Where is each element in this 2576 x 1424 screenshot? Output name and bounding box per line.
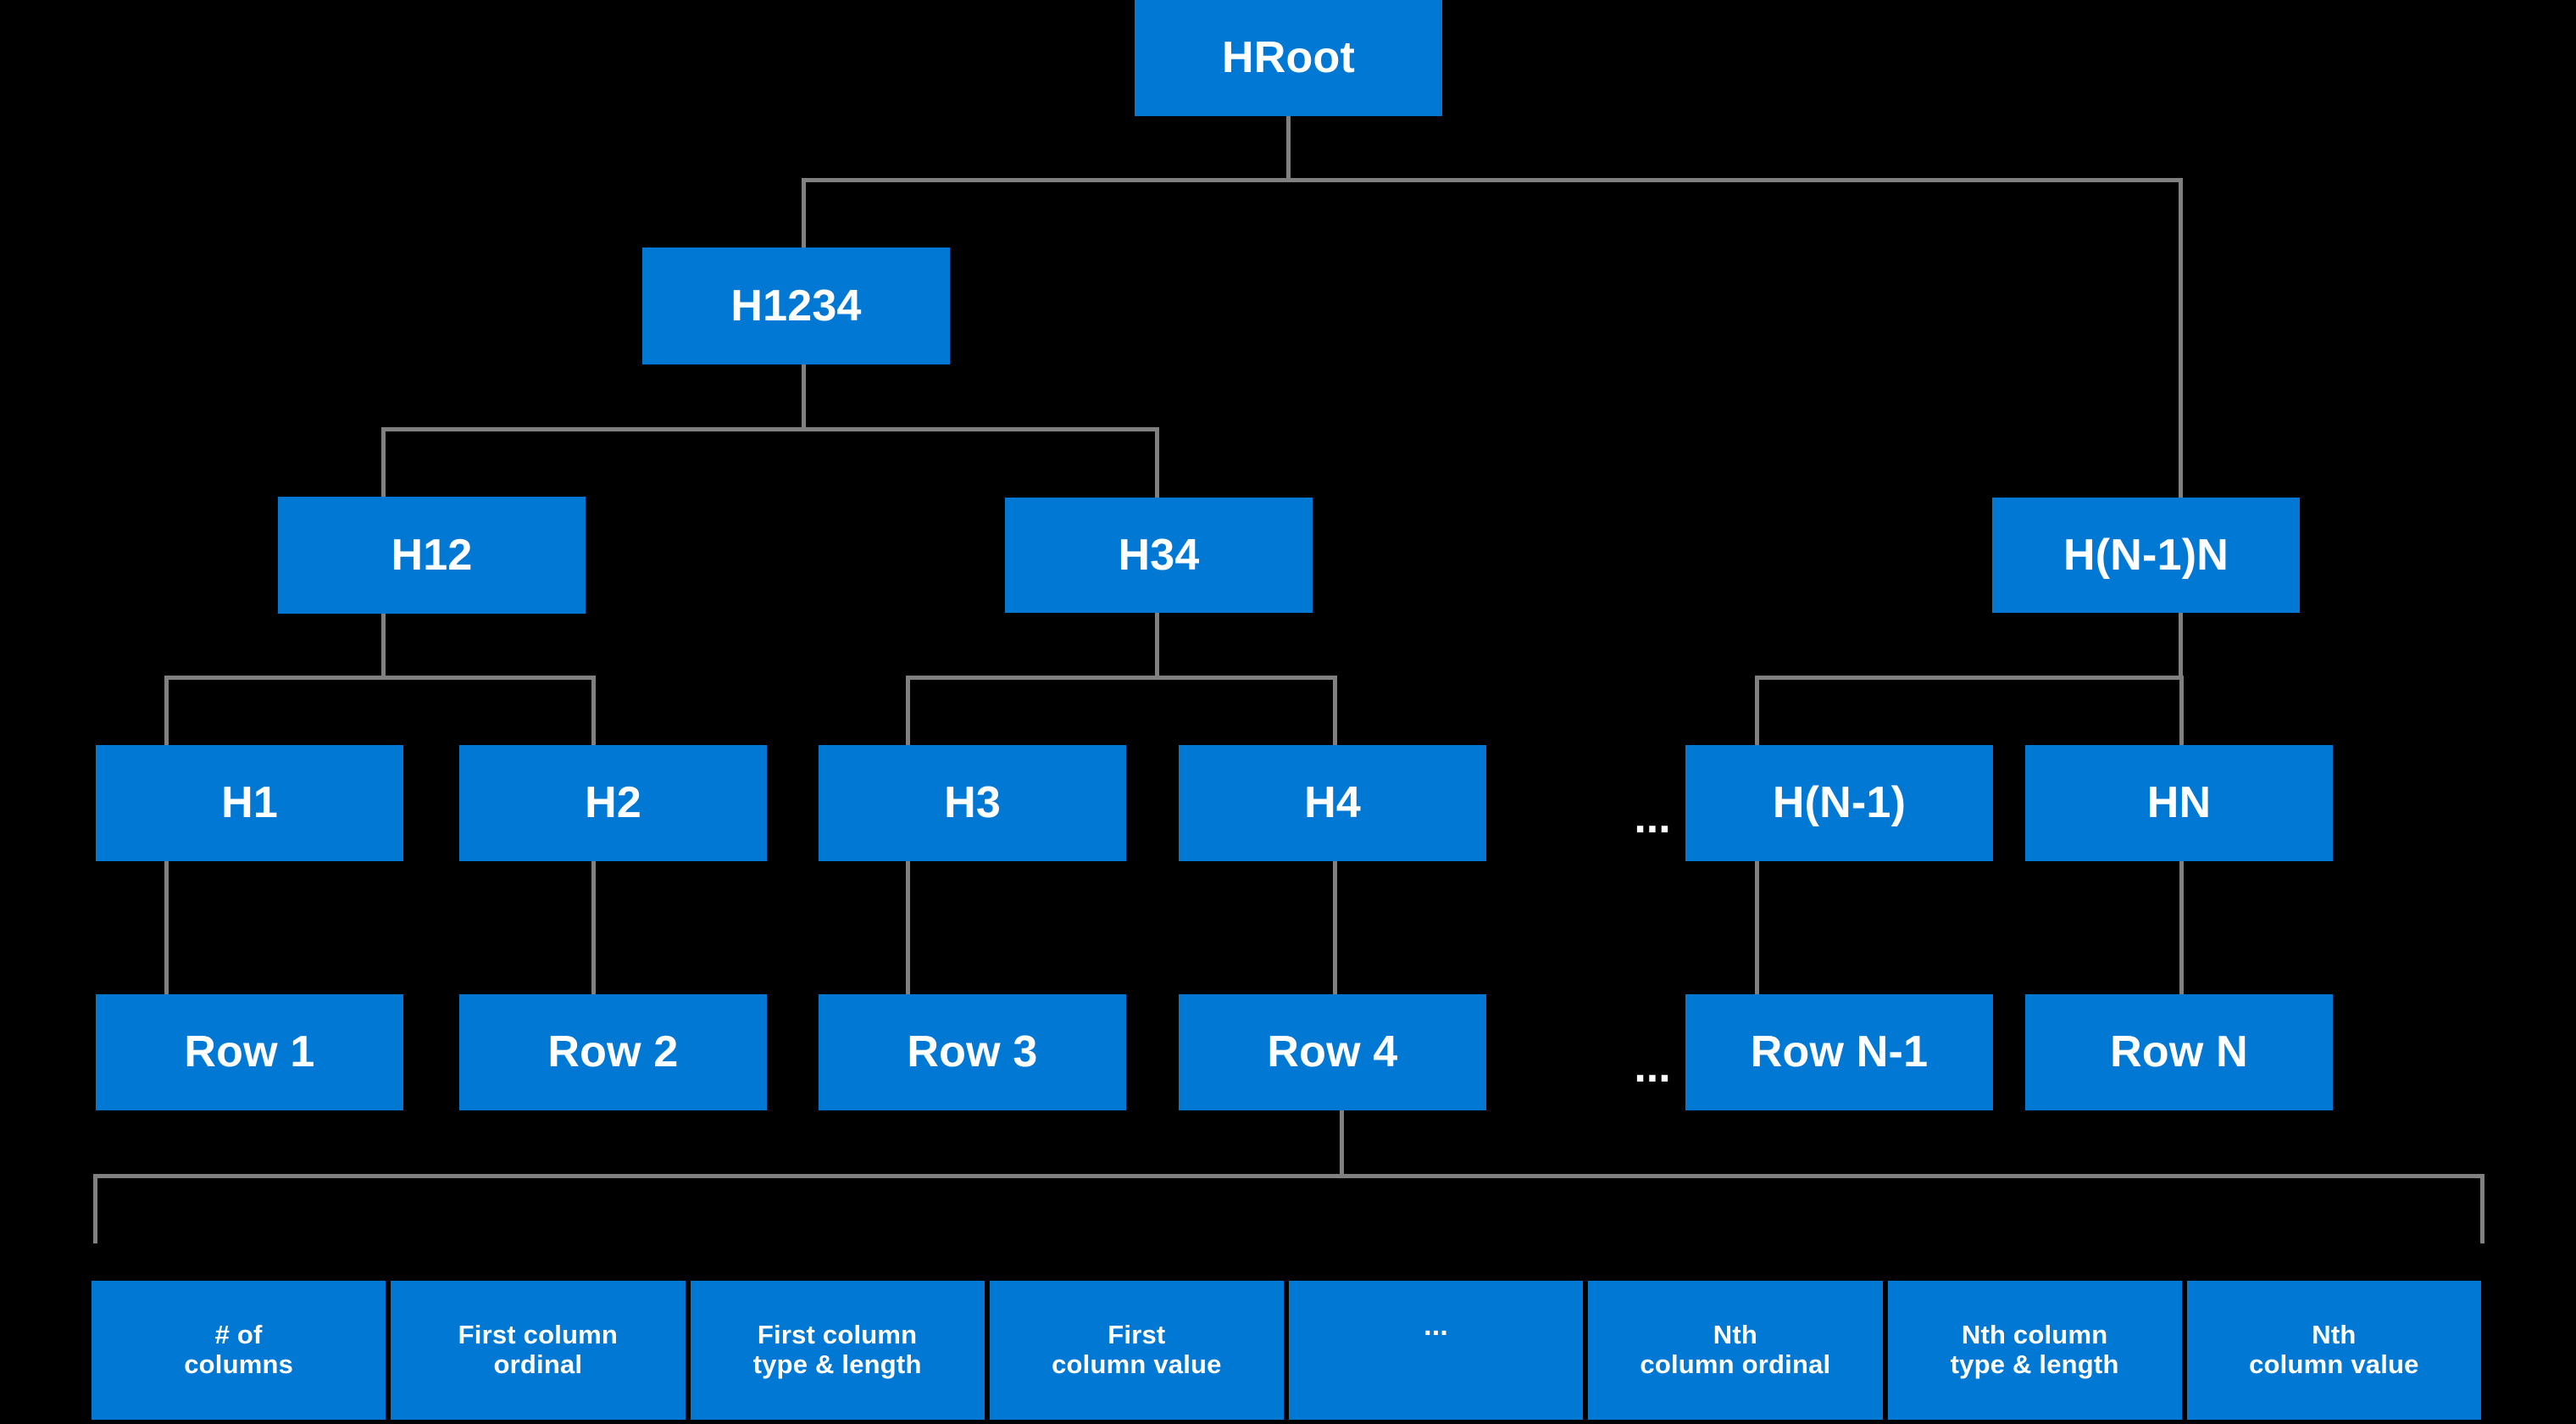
node-row-2[interactable]: Row 2 [459, 994, 767, 1110]
edge-h1-to-row1 [164, 861, 169, 995]
ellipsis-rows: ... [1634, 1043, 1671, 1092]
edge-h2-to-row2 [591, 861, 596, 995]
node-row-3[interactable]: Row 3 [819, 994, 1126, 1110]
edge-h12-stem [381, 614, 386, 678]
edge-columns-bracket-left-leg [93, 1174, 97, 1243]
edge-h1234-bus [381, 427, 1159, 431]
edge-columns-bracket-right-leg [2480, 1174, 2484, 1243]
edge-hn1n-bus [1755, 676, 2184, 680]
node-h12[interactable]: H12 [278, 497, 586, 614]
edge-hroot-to-hn1n [2179, 178, 2183, 498]
edge-h34-to-h3 [906, 676, 910, 745]
edge-hn-to-rown [2179, 861, 2184, 995]
edge-h12-bus [164, 676, 596, 680]
node-row-1[interactable]: Row 1 [96, 994, 403, 1110]
node-h3[interactable]: H3 [819, 745, 1126, 861]
edge-hroot-stem [1286, 116, 1291, 180]
node-hn-minus-1[interactable]: H(N-1) [1685, 745, 1993, 861]
node-h4[interactable]: H4 [1179, 745, 1486, 861]
node-row-n[interactable]: Row N [2025, 994, 2333, 1110]
node-nth-column-value[interactable]: Nth column value [2186, 1281, 2481, 1420]
node-hroot[interactable]: HRoot [1135, 0, 1442, 116]
ellipsis-leaf-hashes: ... [1634, 793, 1671, 843]
edge-h34-to-h4 [1333, 676, 1337, 745]
edge-columns-bracket-bar [93, 1174, 2484, 1178]
node-h1[interactable]: H1 [96, 745, 403, 861]
node-h34[interactable]: H34 [1005, 498, 1313, 613]
node-first-column-value[interactable]: First column value [989, 1281, 1284, 1420]
edge-h3-to-row3 [906, 861, 910, 995]
node-h1234[interactable]: H1234 [642, 248, 950, 364]
edge-hroot-to-h1234 [802, 178, 806, 248]
node-first-column-type-length[interactable]: First column type & length [690, 1281, 985, 1420]
edge-row4-to-columns [1340, 1110, 1344, 1176]
edge-h1234-to-h34 [1155, 427, 1159, 498]
node-nth-column-ordinal[interactable]: Nth column ordinal [1588, 1281, 1883, 1420]
edge-hn-1-to-rown-1 [1755, 861, 1759, 995]
edge-h1234-to-h12 [381, 427, 386, 497]
edge-hn1n-to-hn-1 [1755, 676, 1759, 745]
edge-hroot-bus [802, 178, 2183, 182]
edge-h4-to-row4 [1333, 861, 1337, 995]
node-column-count[interactable]: # of columns [92, 1281, 386, 1420]
node-first-column-ordinal[interactable]: First column ordinal [391, 1281, 686, 1420]
node-hn1n[interactable]: H(N-1)N [1992, 498, 2300, 613]
edge-h34-bus [906, 676, 1337, 680]
edge-h12-to-h2 [591, 676, 596, 745]
edge-h12-to-h1 [164, 676, 169, 745]
node-row-n-minus-1[interactable]: Row N-1 [1685, 994, 1993, 1110]
node-row-4[interactable]: Row 4 [1179, 994, 1486, 1110]
node-column-ellipsis: ... [1289, 1281, 1584, 1420]
edge-h34-stem [1155, 613, 1159, 678]
node-nth-column-type-length[interactable]: Nth column type & length [1887, 1281, 2182, 1420]
node-hn[interactable]: HN [2025, 745, 2333, 861]
node-h2[interactable]: H2 [459, 745, 767, 861]
edge-h1234-stem [802, 364, 806, 429]
edge-hn1n-stem [2179, 613, 2183, 678]
edge-hn1n-to-hn [2179, 676, 2184, 745]
